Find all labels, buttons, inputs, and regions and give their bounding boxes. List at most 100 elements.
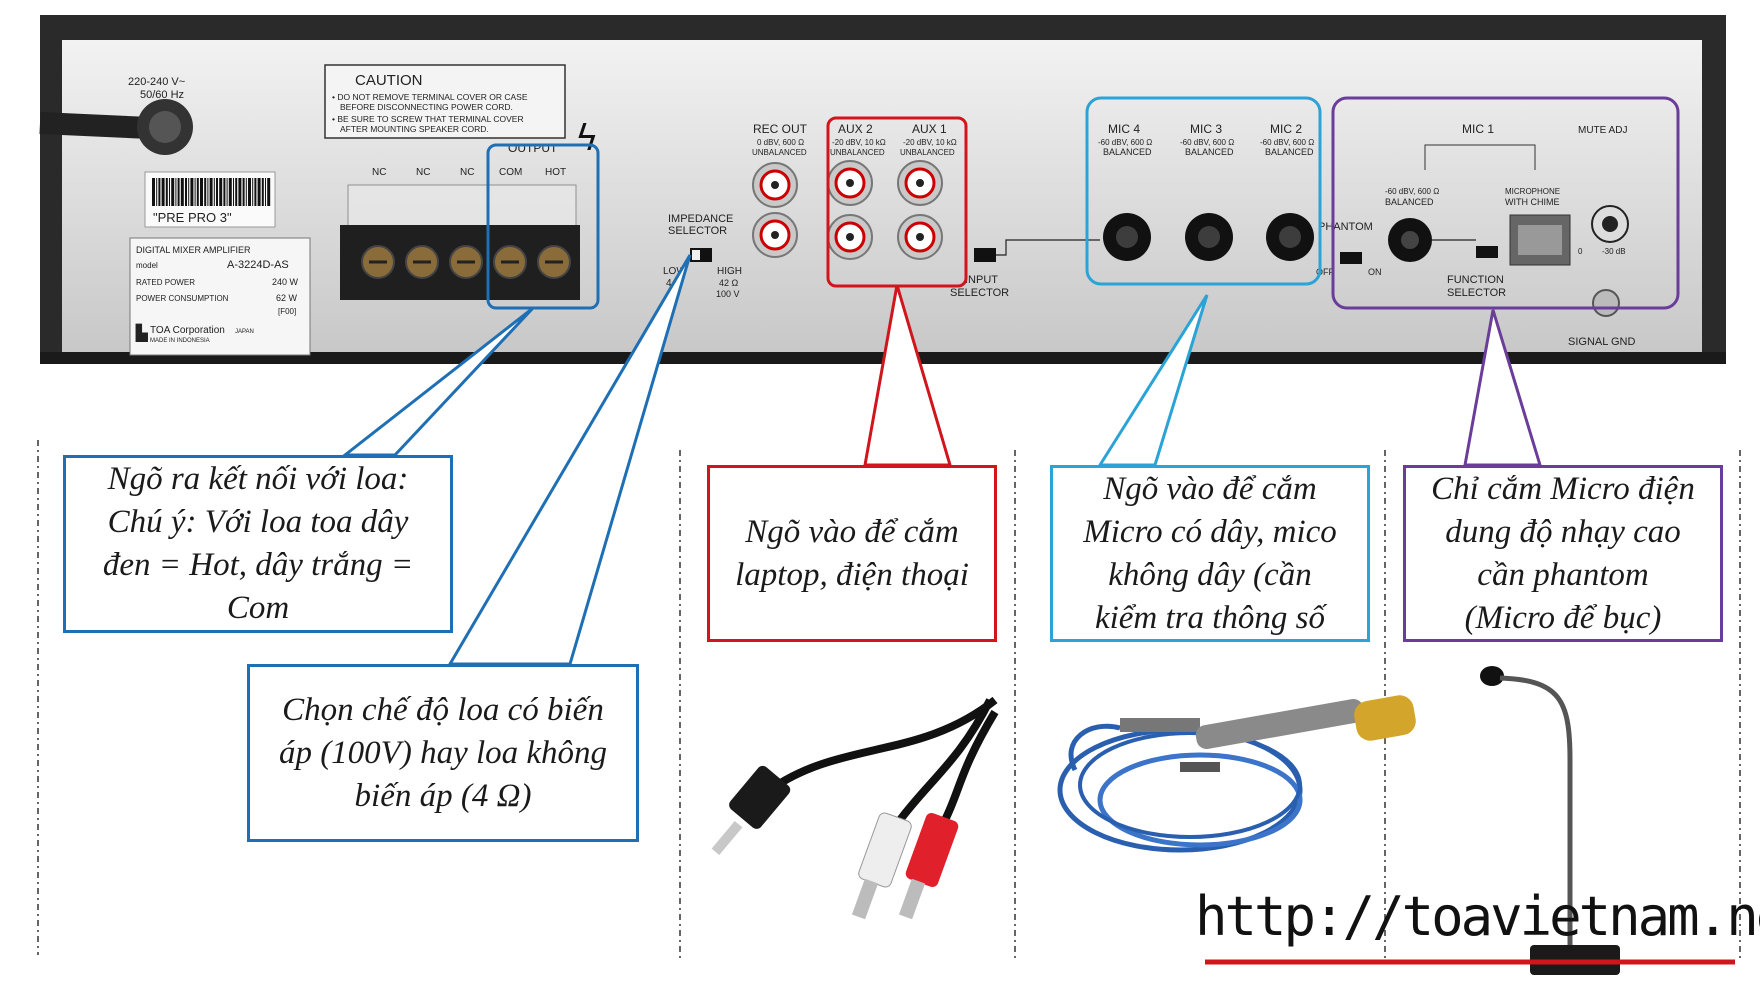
country: JAPAN: [235, 329, 254, 335]
mic1-spec: -60 dBV, 600 Ω: [1385, 187, 1439, 196]
consumption-value: 62 W: [276, 293, 298, 303]
model-value: A-3224D-AS: [227, 259, 289, 271]
nc-label-2: NC: [416, 167, 430, 178]
com-label: COM: [499, 167, 522, 178]
rca-jacks: REC OUT 0 dBV, 600 Ω UNBALANCED AUX 2 -2…: [752, 122, 1100, 299]
mic-callout-line: Micro có dây, mico: [1083, 513, 1337, 550]
mic4-label: MIC 4: [1108, 122, 1140, 136]
aux-callout-line: laptop, điện thoại: [735, 556, 969, 593]
column-separators: [37, 440, 1741, 960]
website-url[interactable]: http://toavietnam.net: [1195, 885, 1760, 948]
caution-line-4: AFTER MOUNTING SPEAKER CORD.: [340, 124, 489, 134]
mute-adj-label: MUTE ADJ: [1578, 125, 1627, 136]
barcode-label: "PRE PRO 3": [144, 171, 276, 228]
hot-label: HOT: [545, 167, 566, 178]
rated-power-key: RATED POWER: [136, 278, 195, 287]
toa-logo-icon: ▙: [135, 323, 148, 343]
caution-line-3: • BE SURE TO SCREW THAT TERMINAL COVER: [332, 114, 524, 124]
nc-label-3: NC: [460, 167, 474, 178]
mic1-callout: Chỉ cắm Micro điện dung độ nhạy cao cần …: [1403, 465, 1723, 642]
model-key: model: [136, 261, 158, 270]
mute-max: -30 dB: [1602, 247, 1626, 256]
impedance-selector: IMPEDANCE SELECTOR LOW 4 Ω HIGH 42 Ω 100…: [663, 213, 742, 299]
microphone-with-label: MICROPHONE: [1505, 187, 1560, 196]
input-selector-label-2: SELECTOR: [950, 287, 1009, 299]
impedance-callout: Chọn chế độ loa có biến áp (100V) hay lo…: [247, 664, 639, 842]
handheld-mic-picture: [1057, 695, 1416, 853]
aux-callout: Ngõ vào để cắm laptop, điện thoại: [707, 465, 997, 642]
low-label: LOW: [663, 266, 686, 277]
mic1-callout-line: Chỉ cắm Micro điện: [1431, 470, 1695, 507]
rating-plate: DIGITAL MIXER AMPLIFIER model A-3224D-AS…: [129, 237, 311, 356]
barcode-text: "PRE PRO 3": [153, 210, 232, 225]
consumption-key: POWER CONSUMPTION: [136, 294, 229, 303]
output-callout: Ngõ ra kết nối với loa: Chú ý: Với loa t…: [63, 455, 453, 633]
mic-callout-line: Ngõ vào để cắm: [1103, 470, 1317, 507]
rec-out-unbalanced: UNBALANCED: [752, 148, 807, 157]
mic3-label: MIC 3: [1190, 122, 1222, 136]
mic1-balanced: BALANCED: [1385, 197, 1434, 207]
aux-callout-line: Ngõ vào để cắm: [745, 513, 959, 550]
high-voltage-icon: ϟ: [575, 118, 599, 159]
output-callout-line: Ngõ ra kết nối với loa:: [107, 461, 409, 497]
off-label: OFF: [1316, 267, 1334, 277]
high-value-2: 100 V: [716, 289, 740, 299]
impedance-selector-label: SELECTOR: [668, 225, 727, 237]
aux1-unbalanced: UNBALANCED: [900, 148, 955, 157]
power-cord: 220-240 V~ 50/60 Hz: [39, 76, 193, 155]
mic3-balanced: BALANCED: [1185, 147, 1234, 157]
input-selector-label-1: INPUT: [965, 274, 998, 286]
aux1-label: AUX 1: [912, 122, 947, 136]
mic-callout-line: không dây (cần: [1108, 556, 1312, 593]
caution-line-2: BEFORE DISCONNECTING POWER CORD.: [340, 102, 513, 112]
function-selector-label-1: FUNCTION: [1447, 274, 1504, 286]
rec-out-label: REC OUT: [753, 122, 808, 136]
podium-mic-picture: [1480, 666, 1620, 975]
mic2-spec: -60 dBV, 600 Ω: [1260, 138, 1314, 147]
barcode-icon: [152, 178, 271, 206]
mic-highlight-box: [1085, 96, 1322, 286]
mic-callout-line: kiểm tra thông số: [1094, 599, 1326, 636]
phantom-label: PHANTOM: [1318, 221, 1373, 233]
on-label: ON: [1368, 267, 1382, 277]
aux2-label: AUX 2: [838, 122, 873, 136]
mic1-highlight-box: [1331, 96, 1680, 310]
mic2-balanced: BALANCED: [1265, 147, 1314, 157]
output-callout-line: đen = Hot, dây trắng =: [102, 547, 414, 583]
rec-out-spec: 0 dBV, 600 Ω: [757, 138, 804, 147]
aux2-spec: -20 dBV, 10 kΩ: [832, 138, 886, 147]
mic1-label: MIC 1: [1462, 122, 1494, 136]
with-chime-label: WITH CHIME: [1505, 197, 1560, 207]
high-value-1: 42 Ω: [719, 278, 739, 288]
consumption-code: [F00]: [278, 307, 296, 316]
mic3-spec: -60 dBV, 600 Ω: [1180, 138, 1234, 147]
caution-plate: CAUTION • DO NOT REMOVE TERMINAL COVER O…: [324, 64, 599, 159]
mic1-section: MIC 1 -60 dBV, 600 Ω BALANCED MICROPHONE…: [1385, 122, 1635, 348]
mic4-balanced: BALANCED: [1103, 147, 1152, 157]
output-highlight-box: [486, 143, 600, 310]
mic1-callout-line: dung độ nhạy cao: [1445, 513, 1681, 550]
mute-min: 0: [1578, 247, 1583, 256]
aux1-spec: -20 dBV, 10 kΩ: [903, 138, 957, 147]
device-type: DIGITAL MIXER AMPLIFIER: [136, 245, 251, 255]
function-selector-label-2: SELECTOR: [1447, 287, 1506, 299]
mic2-label: MIC 2: [1270, 122, 1302, 136]
power-freq: 50/60 Hz: [140, 89, 184, 101]
signal-gnd-label: SIGNAL GND: [1568, 336, 1635, 348]
nc-label-1: NC: [372, 167, 386, 178]
mic-callout: Ngõ vào để cắm Micro có dây, mico không …: [1050, 465, 1370, 642]
impedance-label: IMPEDANCE: [668, 213, 733, 225]
caution-line-1: • DO NOT REMOVE TERMINAL COVER OR CASE: [332, 92, 528, 102]
output-callout-line: Chú ý: Với loa toa dây: [107, 504, 409, 540]
made-in: MADE IN INDONESIA: [150, 338, 210, 344]
mic1-callout-line: (Micro để bục): [1464, 599, 1662, 636]
mic4-spec: -60 dBV, 600 Ω: [1098, 138, 1152, 147]
output-callout-line: Com: [226, 590, 290, 626]
aux2-unbalanced: UNBALANCED: [830, 148, 885, 157]
impedance-callout-line: biến áp (4 Ω): [354, 777, 532, 814]
manufacturer: TOA Corporation: [150, 325, 225, 336]
output-label: OUTPUT: [508, 141, 558, 155]
impedance-callout-line: áp (100V) hay loa không: [278, 734, 608, 771]
caution-title: CAUTION: [355, 72, 423, 89]
